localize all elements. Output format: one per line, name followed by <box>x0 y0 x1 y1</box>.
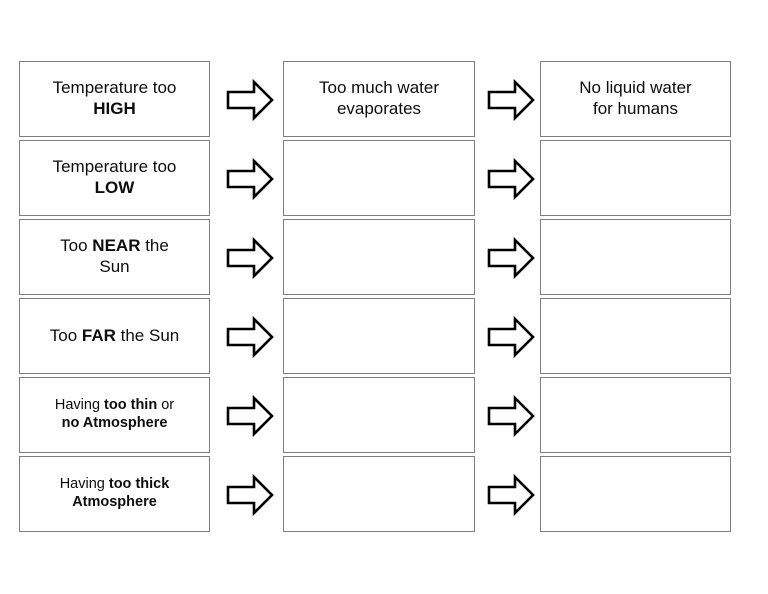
right-block-arrow-icon <box>226 473 274 517</box>
result-box[interactable] <box>540 456 731 532</box>
result-box[interactable] <box>540 377 731 453</box>
effect-box[interactable] <box>283 219 475 295</box>
result-box[interactable] <box>540 298 731 374</box>
right-block-arrow-icon <box>226 236 274 280</box>
right-block-arrow-icon <box>487 473 535 517</box>
right-block-arrow-icon <box>226 315 274 359</box>
right-block-arrow-icon <box>487 157 535 201</box>
flow-row: Too FAR the Sun <box>0 298 768 376</box>
effect-box[interactable] <box>283 456 475 532</box>
right-block-arrow-icon <box>226 394 274 438</box>
right-block-arrow-icon <box>487 78 535 122</box>
result-box[interactable] <box>540 219 731 295</box>
right-block-arrow-icon <box>487 394 535 438</box>
result-box[interactable] <box>540 140 731 216</box>
right-block-arrow-icon <box>226 157 274 201</box>
cause-box[interactable]: Too FAR the Sun <box>19 298 210 374</box>
cause-box-text: Too FAR the Sun <box>49 325 180 345</box>
right-block-arrow-icon <box>226 78 274 122</box>
effect-box[interactable] <box>283 140 475 216</box>
right-block-arrow-icon <box>487 315 535 359</box>
effect-box[interactable] <box>283 377 475 453</box>
right-block-arrow-icon <box>487 236 535 280</box>
effect-box[interactable] <box>283 298 475 374</box>
